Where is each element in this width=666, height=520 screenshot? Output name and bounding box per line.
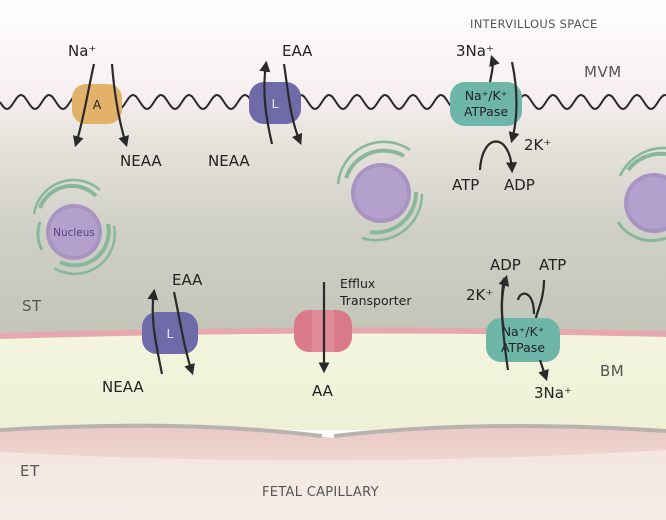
mvm-pump-atp-arrow	[478, 140, 518, 174]
mvm-system-a-transporter: A Na⁺ NEAA	[68, 42, 162, 170]
bm-pump-atp-in	[534, 279, 546, 319]
endothelium-edge-left	[0, 423, 323, 438]
mvm-pump-adp-label: ADP	[504, 176, 535, 194]
mvm-a-neaa-arrow	[110, 63, 129, 148]
mvm-system-l-transporter: L EAA NEAA	[208, 42, 313, 170]
organelle-right	[616, 146, 666, 243]
syncytiotrophoblast	[0, 100, 666, 340]
region-label-st: ST	[22, 297, 42, 315]
bm-pump-atp-loop	[516, 292, 536, 315]
bm-pump-atp-label: ATP	[539, 256, 566, 274]
mvm-l-inward-arrow	[282, 63, 303, 146]
mvm-a-neaa-label: NEAA	[120, 152, 162, 170]
mvm-pump-atp-label: ATP	[452, 176, 479, 194]
bm-na-k-atpase: Na⁺/K⁺ ATPase ADP ATP 2K⁺ 3Na⁺	[466, 256, 572, 402]
region-label-fetal-capillary: FETAL CAPILLARY	[262, 485, 379, 500]
mvm-pump-k-in-arrow	[508, 61, 520, 144]
bm-pump-adp-label: ADP	[490, 256, 521, 274]
mvm-pump-na-label: 3Na⁺	[456, 42, 494, 60]
bm-pump-na-label: 3Na⁺	[534, 384, 572, 402]
bm-l-inward-arrow	[172, 291, 195, 376]
bm-l-neaa-label: NEAA	[102, 378, 144, 396]
endothelium-edge-right	[333, 424, 666, 438]
bm-efflux-transporter: Efflux Transporter AA	[294, 276, 412, 400]
bm-system-l-transporter: L EAA NEAA	[102, 271, 203, 396]
region-label-bm: BM	[600, 362, 624, 380]
region-label-mvm: MVM	[584, 63, 622, 81]
bm-system-l-label: L	[167, 326, 174, 341]
mvm-l-neaa-label: NEAA	[208, 152, 250, 170]
nucleus-organelle: Nucleus	[32, 178, 116, 276]
mvm-pump-k-label: 2K⁺	[524, 136, 551, 154]
mvm-system-l-label: L	[272, 96, 279, 111]
bm-pump-k-label: 2K⁺	[466, 286, 493, 304]
nucleus-label: Nucleus	[53, 227, 95, 239]
mvm-pump-label-line2: ATPase	[464, 104, 508, 119]
bm-pump-label-line2: ATPase	[501, 340, 545, 355]
bm-l-eaa-arrow	[147, 288, 164, 375]
mvm-l-eaa-label: EAA	[282, 42, 313, 60]
mvm-a-na-label: Na⁺	[68, 42, 96, 60]
bm-pump-label-line1: Na⁺/K⁺	[502, 324, 545, 339]
bm-pump-na-out-arrow	[538, 359, 549, 382]
efflux-label-line1: Efflux	[340, 276, 375, 291]
bm-pump-k-arrow	[498, 274, 510, 331]
mvm-a-inward-arrow	[73, 63, 96, 148]
mvm-l-eaa-arrow	[259, 60, 274, 145]
mvm-pump-label-line1: Na⁺/K⁺	[465, 88, 508, 103]
region-label-et: ET	[20, 462, 40, 480]
region-label-intervillous: INTERVILLOUS SPACE	[470, 17, 598, 31]
bm-l-eaa-label: EAA	[172, 271, 203, 289]
efflux-label-line2: Transporter	[339, 293, 412, 308]
fetal-capillary	[0, 450, 666, 520]
mvm-na-k-atpase: Na⁺/K⁺ ATPase 3Na⁺ 2K⁺ ATP ADP	[450, 42, 551, 194]
efflux-aa-label: AA	[312, 382, 334, 400]
mvm-pump-na-out-arrow	[488, 54, 500, 83]
mvm-system-a-label: A	[93, 97, 102, 112]
organelle-center	[336, 140, 424, 242]
